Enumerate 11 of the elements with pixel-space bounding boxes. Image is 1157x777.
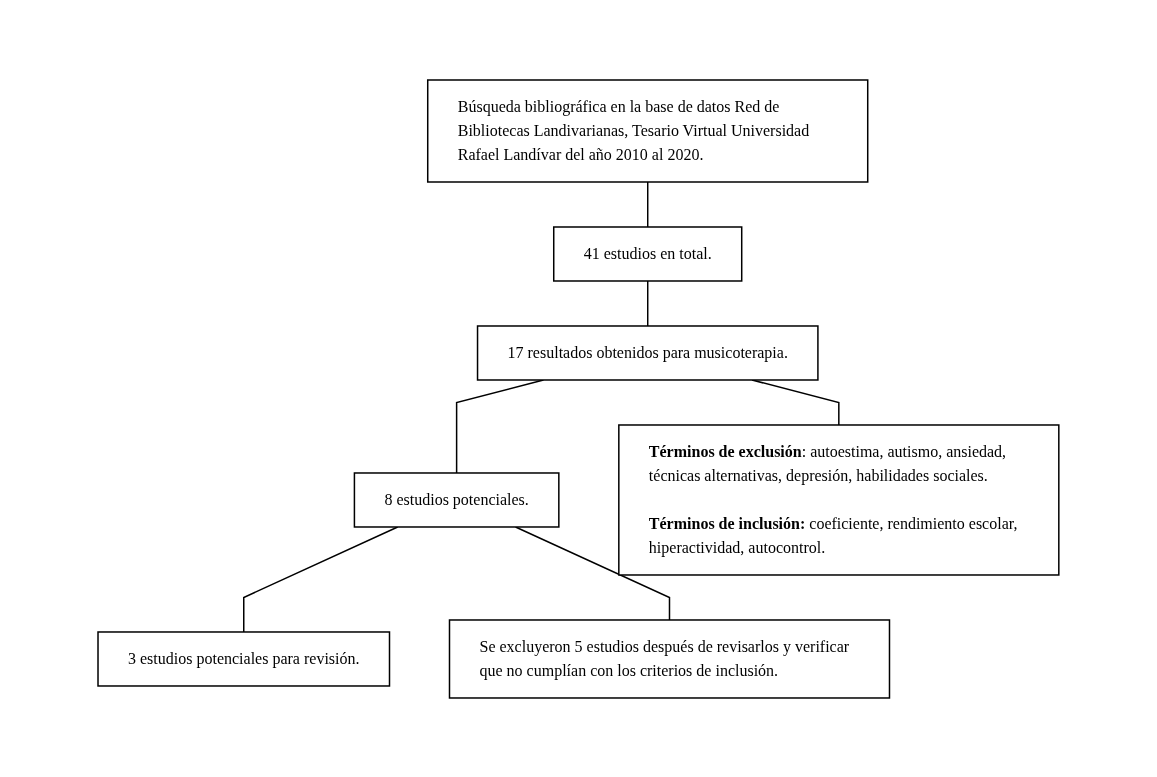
connector bbox=[514, 525, 671, 621]
node-box: 8 estudios potenciales. bbox=[353, 471, 560, 528]
connector bbox=[647, 180, 649, 228]
node-box: 41 estudios en total. bbox=[553, 225, 743, 282]
node-box: Se excluyeron 5 estudios después de revisarlos y verificar que no cumplían con los criterios de inclusión. bbox=[448, 618, 891, 699]
node-box: 3 estudios potenciales para revisión. bbox=[97, 630, 391, 687]
node-box: 17 resultados obtenidos para musicoterapia. bbox=[476, 324, 819, 381]
node-box: Búsqueda bibliográfica en la base de datos Red de Bibliotecas Landivarianas, Tesario Virtual Universidad Rafael Landívar del año 2010 al 2020. bbox=[427, 78, 869, 183]
node-box: Términos de exclusión: autoestima, autismo, ansiedad, técnicas alternativas, depresión, habilidades sociales. Términos de inclusión: coeficiente, rendimiento escolar, hiperactividad, autocontrol. bbox=[618, 423, 1060, 576]
connector bbox=[243, 525, 399, 633]
connector bbox=[647, 279, 649, 327]
